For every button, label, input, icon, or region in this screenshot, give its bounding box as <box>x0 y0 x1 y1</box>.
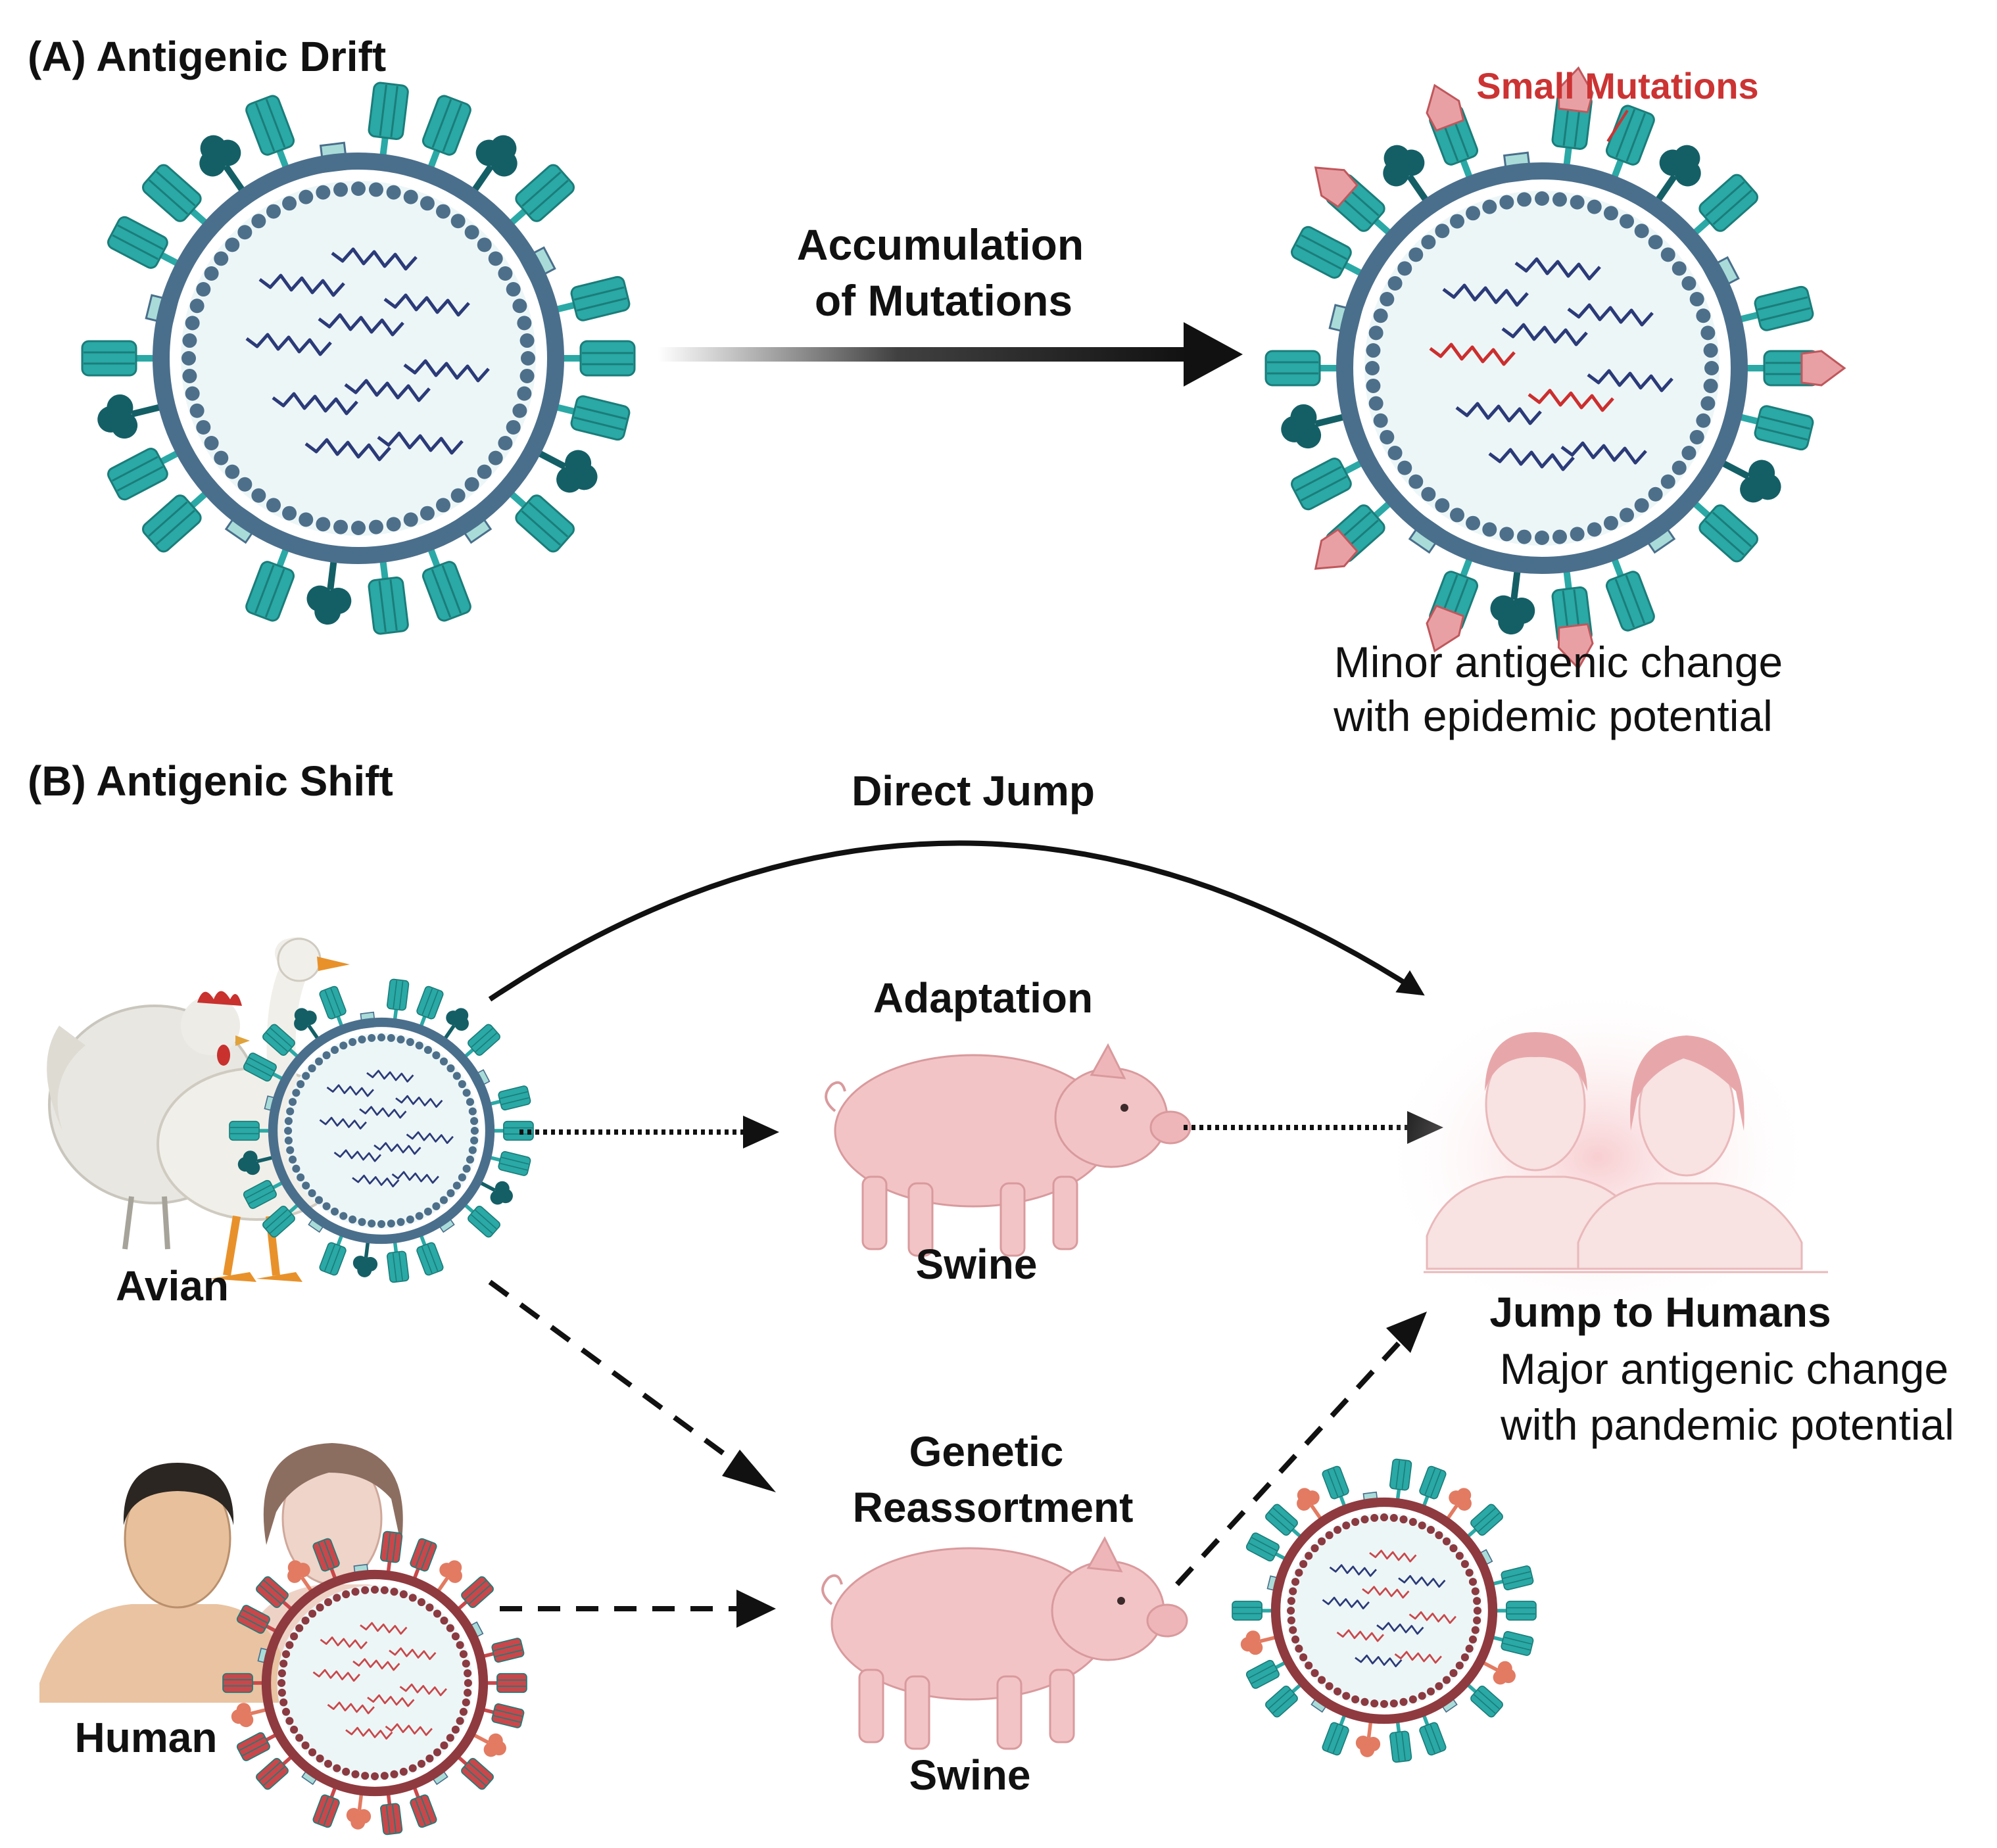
swine-top-label: Swine <box>916 1241 1038 1288</box>
avian-influenza-virus-icon <box>229 978 534 1283</box>
accumulation-arrow <box>658 322 1243 387</box>
reassortment-label-line1: Genetic <box>909 1428 1064 1475</box>
arrow-label-line1: Accumulation <box>797 220 1084 269</box>
direct-jump-label: Direct Jump <box>852 767 1095 815</box>
jump-to-humans-title: Jump to Humans <box>1489 1289 1831 1336</box>
reassortment-label-line2: Reassortment <box>853 1484 1134 1531</box>
jump-caption-line1: Major antigenic change <box>1500 1344 1948 1393</box>
direct-jump-arrow <box>488 840 1425 1002</box>
avian-label: Avian <box>116 1262 229 1310</box>
reassorted-influenza-virus-icon <box>1232 1458 1537 1763</box>
pig-icon <box>825 1043 1191 1257</box>
panel-a-title: (A) Antigenic Drift <box>28 33 386 80</box>
drift-caption-line1: Minor antigenic change <box>1334 638 1783 686</box>
avian-to-reassortment-arrow <box>488 1279 752 1475</box>
human-label: Human <box>75 1714 218 1761</box>
arrow-label-line2: of Mutations <box>815 276 1072 325</box>
mutated-influenza-virus-icon <box>1264 66 1846 671</box>
swine-bottom-label: Swine <box>909 1751 1031 1799</box>
small-mutations-pointer <box>1606 109 1629 143</box>
pig-icon-reassortment <box>821 1536 1188 1750</box>
drift-caption-line2: with epidemic potential <box>1333 692 1773 740</box>
panel-b-title: (B) Antigenic Shift <box>28 757 393 805</box>
adaptation-label: Adaptation <box>873 974 1093 1022</box>
jump-caption-line2: with pandemic potential <box>1500 1400 1954 1449</box>
human-faces-icon <box>1381 986 1815 1328</box>
small-mutations-label: Small Mutations <box>1476 65 1758 107</box>
reassortment-to-humans-arrow <box>1175 1339 1403 1586</box>
human-influenza-virus-icon <box>222 1530 527 1836</box>
influenza-virus-icon <box>81 82 636 635</box>
